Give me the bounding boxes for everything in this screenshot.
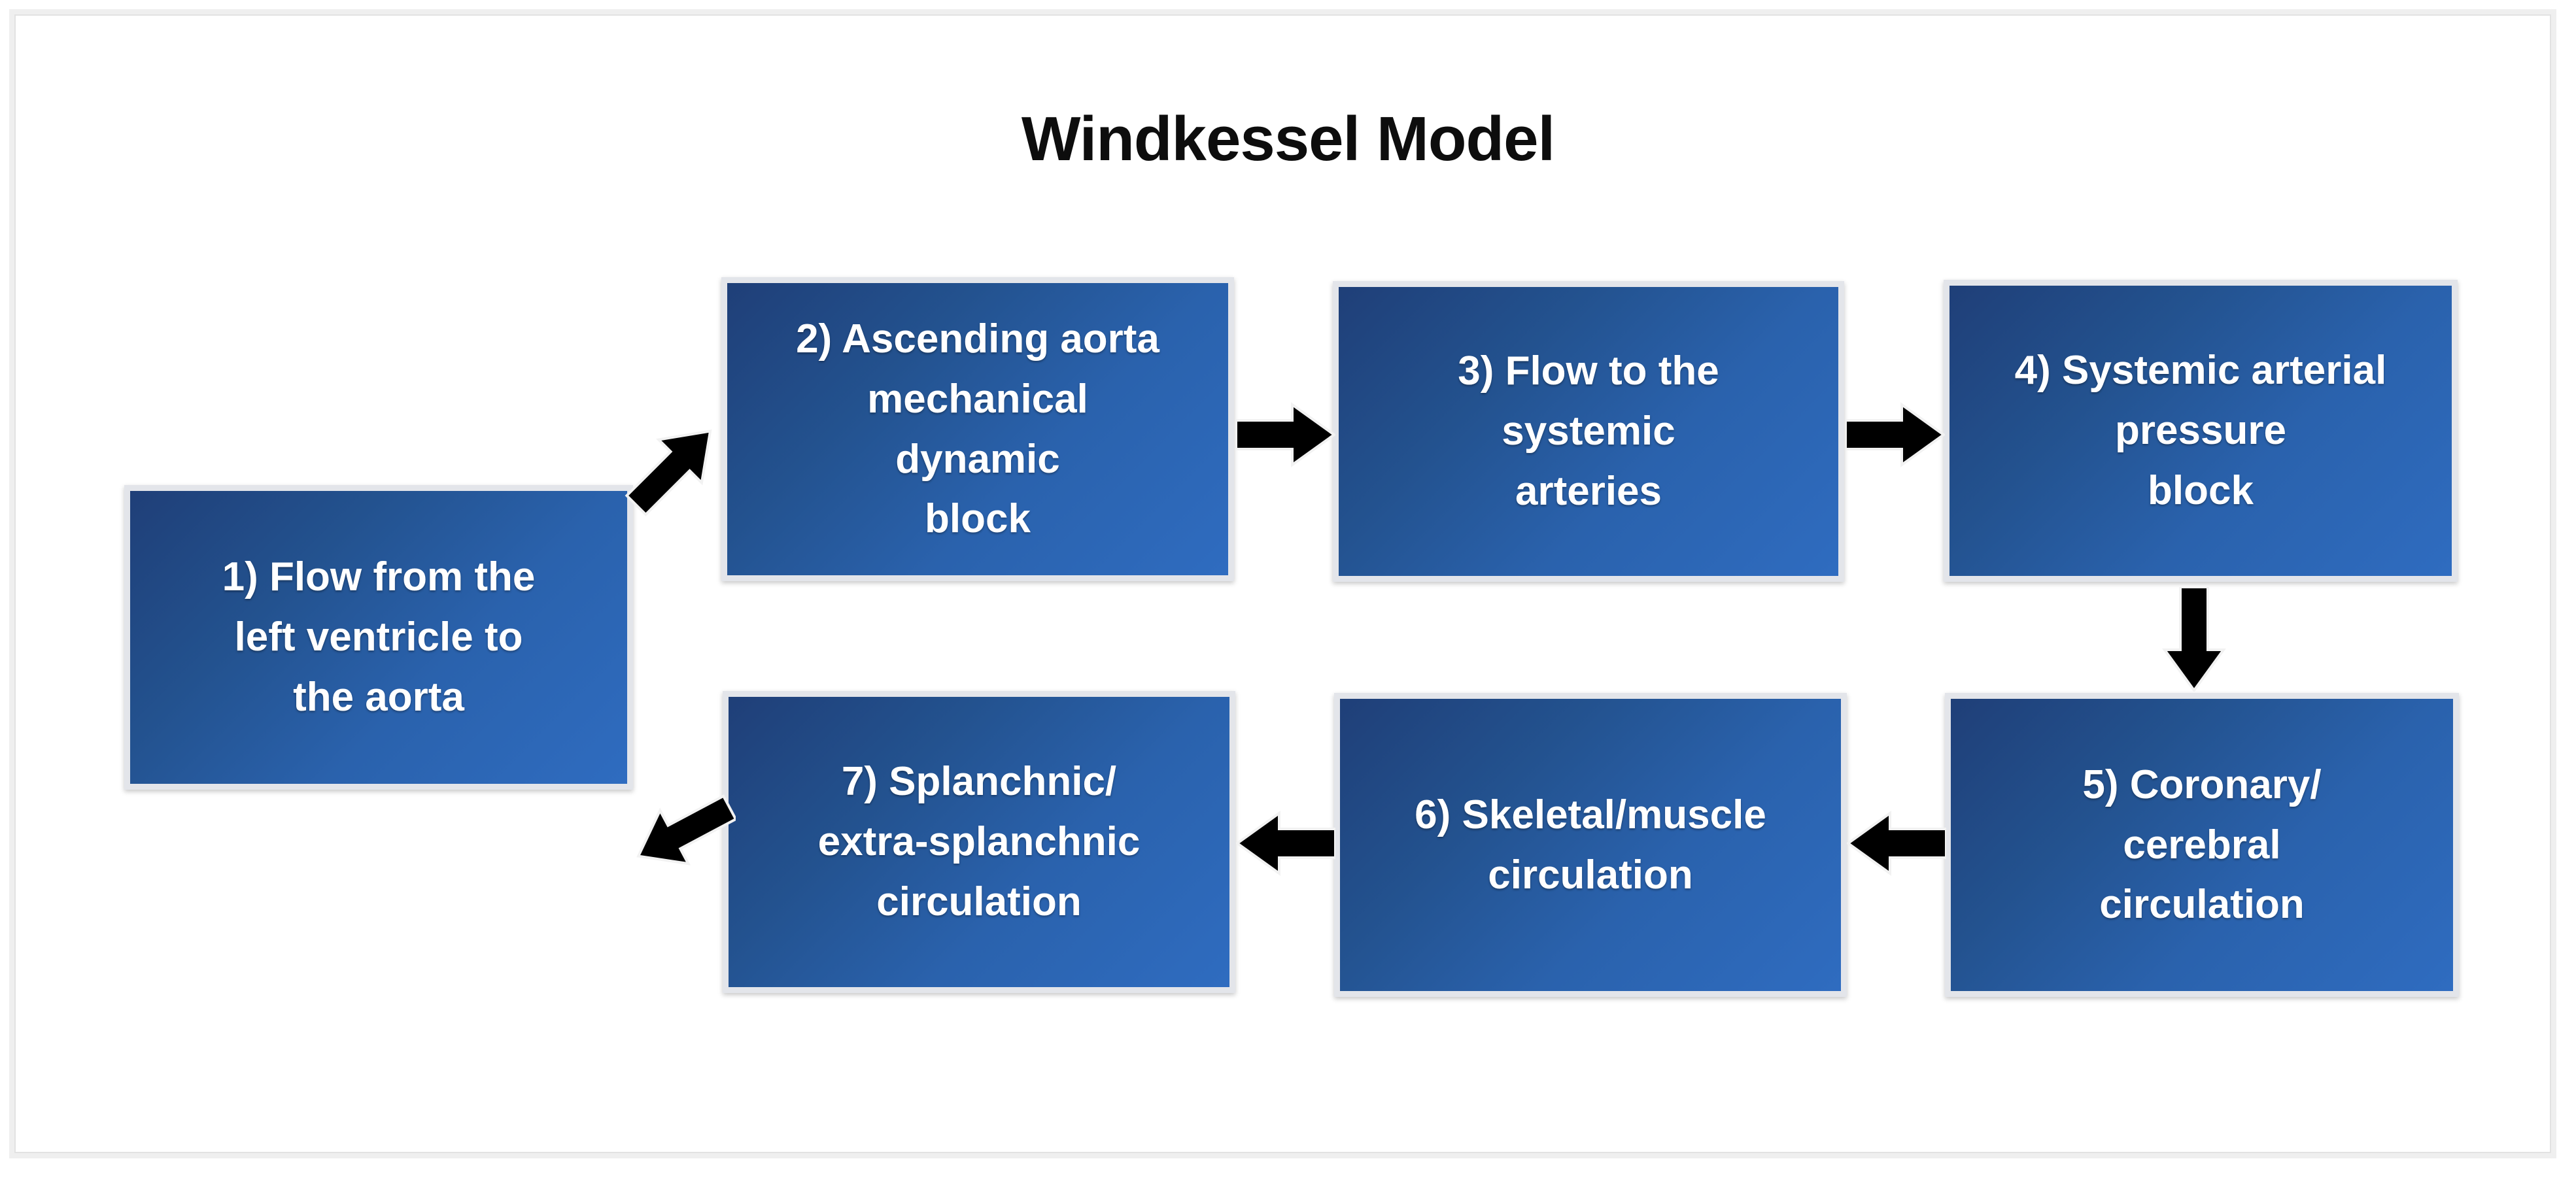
node-splanchnic-extra-splanchnic-circulation[interactable]: 7) Splanchnic/ extra-splanchnic circulat… [723, 691, 1235, 993]
arrow-2-to-3 [1236, 402, 1335, 467]
arrow-7-to-1 [631, 783, 736, 881]
node-label-5: 5) Coronary/ cerebral circulation [2082, 762, 2322, 928]
node-skeletal-muscle-circulation[interactable]: 6) Skeletal/muscle circulation [1334, 693, 1847, 997]
arrow-1-to-2 [620, 412, 731, 520]
node-ascending-aorta-mechanical-dynamic-block[interactable]: 2) Ascending aorta mechanical dynamic bl… [721, 277, 1234, 581]
page-title: Windkessel Model [1021, 104, 1555, 174]
node-label-3: 3) Flow to the systemic arteries [1458, 348, 1719, 514]
node-flow-from-left-ventricle-to-aorta[interactable]: 1) Flow from the left ventricle to the a… [124, 485, 633, 790]
arrow-3-to-4 [1846, 402, 1945, 467]
node-label-2: 2) Ascending aorta mechanical dynamic bl… [796, 316, 1159, 542]
node-label-6: 6) Skeletal/muscle circulation [1415, 792, 1766, 898]
node-coronary-cerebral-circulation[interactable]: 5) Coronary/ cerebral circulation [1945, 693, 2459, 997]
node-flow-to-the-systemic-arteries[interactable]: 3) Flow to the systemic arteries [1333, 281, 1844, 582]
node-label-4: 4) Systemic arterial pressure block [2014, 348, 2387, 513]
node-label-1: 1) Flow from the left ventricle to the a… [222, 554, 536, 720]
arrow-4-to-5 [2161, 587, 2227, 692]
arrow-5-to-6 [1847, 811, 1946, 876]
node-systemic-arterial-pressure-block[interactable]: 4) Systemic arterial pressure block [1944, 280, 2458, 582]
arrow-6-to-7 [1236, 811, 1335, 876]
node-label-7: 7) Splanchnic/ extra-splanchnic circulat… [817, 759, 1141, 924]
